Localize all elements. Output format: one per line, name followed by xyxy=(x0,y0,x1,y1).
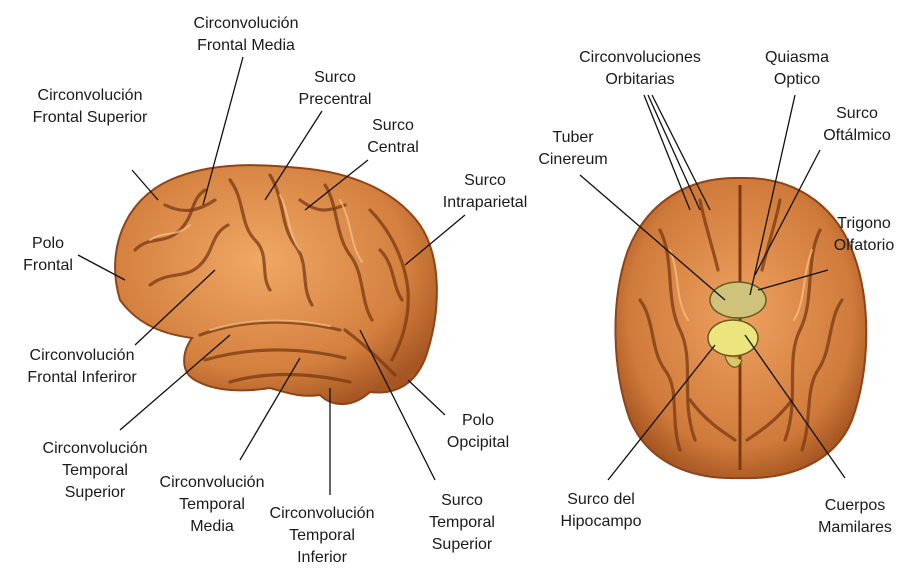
label-circonvolucion-temporal-inferior: Circonvolución Temporal Inferior xyxy=(270,503,375,569)
label-tuber-cinereum: Tuber Cinereum xyxy=(538,127,607,171)
label-surco-central: Surco Central xyxy=(367,115,419,159)
label-surco-precentral: Surco Precentral xyxy=(299,67,372,111)
label-circonvoluciones-orbitarias: Circonvoluciones Orbitarias xyxy=(579,47,701,91)
label-surco-oftalmico: Surco Oftálmico xyxy=(823,103,891,147)
lateral-brain xyxy=(115,165,437,404)
mammillary-region xyxy=(708,320,758,356)
label-circonvolucion-temporal-superior: Circonvolución Temporal Superior xyxy=(43,438,148,504)
label-trigono-olfatorio: Trigono Olfatorio xyxy=(834,213,894,257)
label-circonvolucion-temporal-media: Circonvolución Temporal Media xyxy=(160,472,265,538)
label-cuerpos-mamilares: Cuerpos Mamilares xyxy=(818,495,892,539)
label-polo-occipital: Polo Opcipital xyxy=(447,410,509,454)
label-quiasma-optico: Quiasma Optico xyxy=(765,47,829,91)
label-surco-intraparietal: Surco Intraparietal xyxy=(443,170,528,214)
label-polo-frontal: Polo Frontal xyxy=(23,233,73,277)
label-surco-del-hipocampo: Surco del Hipocampo xyxy=(561,489,642,533)
label-circonvolucion-frontal-superior: Circonvolución Frontal Superior xyxy=(33,85,148,129)
optic-chiasm-region xyxy=(710,282,766,318)
label-circonvolucion-frontal-inferior: Circonvolución Frontal Inferiror xyxy=(27,345,136,389)
inferior-brain xyxy=(615,178,866,478)
label-circonvolucion-frontal-media: Circonvolución Frontal Media xyxy=(194,13,299,57)
label-surco-temporal-superior: Surco Temporal Superior xyxy=(429,490,495,556)
